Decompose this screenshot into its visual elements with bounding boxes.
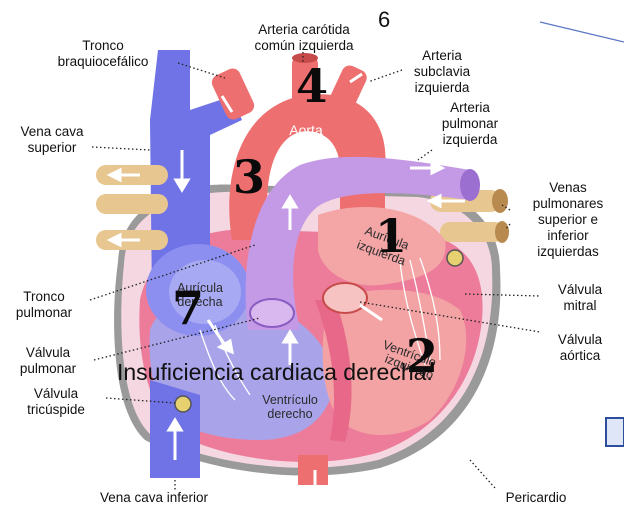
label-tricuspid-2: tricúspide <box>27 402 85 417</box>
label-pulm-valve-2: pulmonar <box>20 361 77 376</box>
edge-box <box>606 418 624 446</box>
marker-1: 1 <box>375 209 407 263</box>
marker-7: 7 <box>172 281 204 335</box>
label-brachio-1: Tronco <box>82 38 124 53</box>
label-tricuspid-1: Válvula <box>34 386 79 401</box>
overlay-caption: Insuficiencia cardiaca derecha: <box>117 359 433 385</box>
marker-4: 4 <box>296 59 328 113</box>
label-carotid-1: Arteria carótida <box>258 22 350 37</box>
marker-6: 6 <box>378 7 390 32</box>
label-pulm-veins-5: izquierdas <box>537 244 599 259</box>
label-pulm-artery-2: pulmonar <box>442 116 499 131</box>
descending-aorta <box>298 455 328 485</box>
label-pulm-veins-1: Venas <box>549 180 587 195</box>
label-right-ventricle-1: Ventrículo <box>262 393 318 407</box>
label-carotid-2: común izquierda <box>254 38 354 53</box>
label-vcs-2: superior <box>28 140 77 155</box>
label-subclavian-3: izquierda <box>415 80 470 95</box>
label-aorta: Aorta <box>289 122 323 138</box>
pulmonary-artery-end <box>460 169 480 201</box>
label-pulm-artery-1: Arteria <box>450 100 490 115</box>
label-vcs-1: Vena cava <box>20 124 84 139</box>
label-pulm-veins-3: superior e <box>538 212 598 227</box>
label-subclavian-2: subclavia <box>414 64 471 79</box>
label-brachio-2: braquiocefálico <box>58 54 149 69</box>
label-pulm-veins-2: pulmonares <box>533 196 604 211</box>
label-pericardium: Pericardio <box>506 490 567 505</box>
label-right-ventricle-2: derecho <box>267 407 312 421</box>
label-pulm-trunk-2: pulmonar <box>16 305 73 320</box>
pulmonary-valve <box>250 299 294 327</box>
right-pulmonary-veins <box>96 165 168 250</box>
label-aortic-2: aórtica <box>560 348 601 363</box>
label-mitral-1: Válvula <box>558 282 603 297</box>
label-pulm-valve-1: Válvula <box>26 345 71 360</box>
label-mitral-2: mitral <box>564 298 597 313</box>
stray-line <box>540 22 624 42</box>
label-subclavian-1: Arteria <box>422 48 462 63</box>
label-pulm-veins-4: inferior <box>547 228 589 243</box>
label-aortic-1: Válvula <box>558 332 603 347</box>
tricuspid-valve <box>175 396 191 412</box>
label-vci: Vena cava inferior <box>100 490 209 505</box>
label-pulm-artery-3: izquierda <box>443 132 498 147</box>
mitral-valve <box>447 250 463 266</box>
aortic-valve <box>323 283 367 313</box>
marker-3: 3 <box>233 150 265 204</box>
label-pulm-trunk-1: Tronco <box>23 289 65 304</box>
